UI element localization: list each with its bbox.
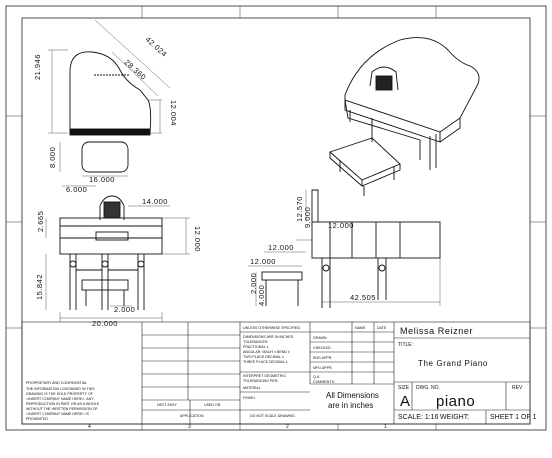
tb-two-place: TWO PLACE DECIMAL ± bbox=[243, 355, 284, 359]
tb-proprietary-line-2: DRAWING IS THE SOLE PROPERTY OF bbox=[26, 392, 94, 396]
tb-dwg-no: piano bbox=[436, 393, 475, 410]
tb-eng-appr: ENG APPR. bbox=[313, 356, 332, 360]
top-view-bench bbox=[81, 141, 129, 173]
dim-side-2-000: 2.000 bbox=[249, 273, 258, 294]
zone-label-bottom-2: 2 bbox=[286, 424, 289, 430]
tb-angular: ANGULAR: MACH ± BEND ± bbox=[243, 350, 290, 354]
dim-top-6-000: 6.000 bbox=[66, 185, 87, 194]
tb-proprietary-line-6: <INSERT COMPANY NAME HERE> IS bbox=[26, 412, 89, 416]
tb-dims-in-inches: DIMENSIONS ARE IN INCHES bbox=[243, 335, 294, 339]
dim-side-42-505: 42.505 bbox=[350, 293, 376, 302]
tb-rev-label: REV bbox=[512, 385, 523, 391]
tb-weight: WEIGHT: bbox=[440, 414, 469, 421]
tb-sheet: SHEET 1 OF 1 bbox=[490, 414, 537, 421]
tb-tolerancing: TOLERANCING PER: bbox=[243, 379, 278, 383]
tb-material: MATERIAL bbox=[243, 386, 261, 390]
zone-label-bottom-1: 1 bbox=[384, 424, 387, 430]
dim-front-2-000: 2.000 bbox=[114, 305, 135, 314]
outer-border bbox=[5, 5, 547, 431]
zone-ticks bbox=[6, 6, 546, 430]
tb-size-label: SIZE bbox=[398, 385, 410, 391]
tb-unless-specified: UNLESS OTHERWISE SPECIFIED: bbox=[243, 326, 301, 330]
side-view-dim-lines bbox=[248, 190, 441, 306]
tb-proprietary-line-5: WITHOUT THE WRITTEN PERMISSION OF bbox=[26, 407, 99, 411]
dim-front-15-842: 15.842 bbox=[35, 274, 44, 300]
tb-designer: Melissa Reizner bbox=[400, 326, 473, 336]
tb-units-note-1: All Dimensions bbox=[326, 391, 379, 400]
top-view-dim-lines bbox=[48, 19, 171, 187]
zone-label-bottom-4: 4 bbox=[88, 424, 91, 430]
tb-qa: Q.A. bbox=[313, 375, 320, 379]
top-view-piano bbox=[69, 51, 152, 136]
front-view-dim-lines bbox=[45, 205, 190, 322]
tb-tolerances: TOLERANCES: bbox=[243, 340, 268, 344]
tb-size: A bbox=[400, 393, 410, 410]
tb-drawn: DRAWN bbox=[313, 336, 327, 340]
tb-checked: CHECKED bbox=[313, 346, 331, 350]
tb-scale: SCALE: 1:16 bbox=[398, 414, 439, 421]
dim-top-16-000: 16.000 bbox=[89, 175, 115, 184]
tb-comments: COMMENTS: bbox=[313, 380, 335, 384]
tb-proprietary-line-7: PROHIBITED. bbox=[26, 417, 49, 421]
dim-front-20-000: 20.000 bbox=[92, 319, 118, 328]
tb-next-assy: NEXT ASSY bbox=[157, 403, 178, 407]
dim-side-12-000-b: 12.000 bbox=[268, 243, 294, 252]
dim-top-8-000: 8.000 bbox=[48, 147, 57, 168]
tb-name: NAME bbox=[355, 326, 366, 330]
dim-side-9-000: 9.000 bbox=[303, 207, 312, 228]
dim-side-12-000-c: 12.000 bbox=[250, 257, 276, 266]
dim-front-14-000: 14.000 bbox=[142, 197, 168, 206]
dim-top-12-004: 12.004 bbox=[169, 100, 178, 126]
dim-top-21-946: 21.946 bbox=[33, 54, 42, 80]
dim-top-42-024: 42.024 bbox=[144, 35, 169, 59]
tb-proprietary-line-3: <INSERT COMPANY NAME HERE>. ANY bbox=[26, 397, 94, 401]
title-block-grid bbox=[21, 321, 531, 425]
zone-label-bottom-3: 3 bbox=[188, 424, 191, 430]
tb-title-label: TITLE: bbox=[398, 342, 413, 348]
tb-title: The Grand Piano bbox=[418, 359, 488, 368]
dim-front-2-665: 2.665 bbox=[36, 211, 45, 232]
tb-fractional: FRACTIONAL ± bbox=[243, 345, 269, 349]
tb-do-not-scale: DO NOT SCALE DRAWING bbox=[250, 414, 295, 418]
isometric-view-piano bbox=[329, 37, 480, 196]
tb-proprietary-title: PROPRIETARY AND CONFIDENTIAL bbox=[26, 381, 87, 385]
tb-proprietary-line-4: REPRODUCTION IN PART OR AS A WHOLE bbox=[26, 402, 100, 406]
dim-side-4-000: 4.000 bbox=[257, 285, 266, 306]
tb-used-on: USED ON bbox=[204, 403, 221, 407]
dim-top-28-360: 28.360 bbox=[123, 58, 148, 82]
tb-dwg-no-label: DWG. NO. bbox=[416, 385, 440, 391]
tb-units-note-2: are in inches bbox=[328, 401, 373, 410]
dim-side-12-000-a: 12.000 bbox=[328, 221, 354, 230]
tb-proprietary-line-1: THE INFORMATION CONTAINED IN THIS bbox=[26, 387, 95, 391]
tb-finish: FINISH bbox=[243, 396, 255, 400]
dim-front-12-000: 12.000 bbox=[193, 226, 202, 252]
tb-interpret: INTERPRET GEOMETRIC bbox=[243, 374, 286, 378]
dim-side-12-570: 12.570 bbox=[295, 196, 304, 222]
tb-mfg-appr: MFG APPR. bbox=[313, 366, 333, 370]
tb-application: APPLICATION bbox=[180, 414, 204, 418]
front-view-piano bbox=[59, 195, 163, 310]
tb-three-place: THREE PLACE DECIMAL ± bbox=[243, 360, 288, 364]
tb-date: DATE bbox=[377, 326, 387, 330]
